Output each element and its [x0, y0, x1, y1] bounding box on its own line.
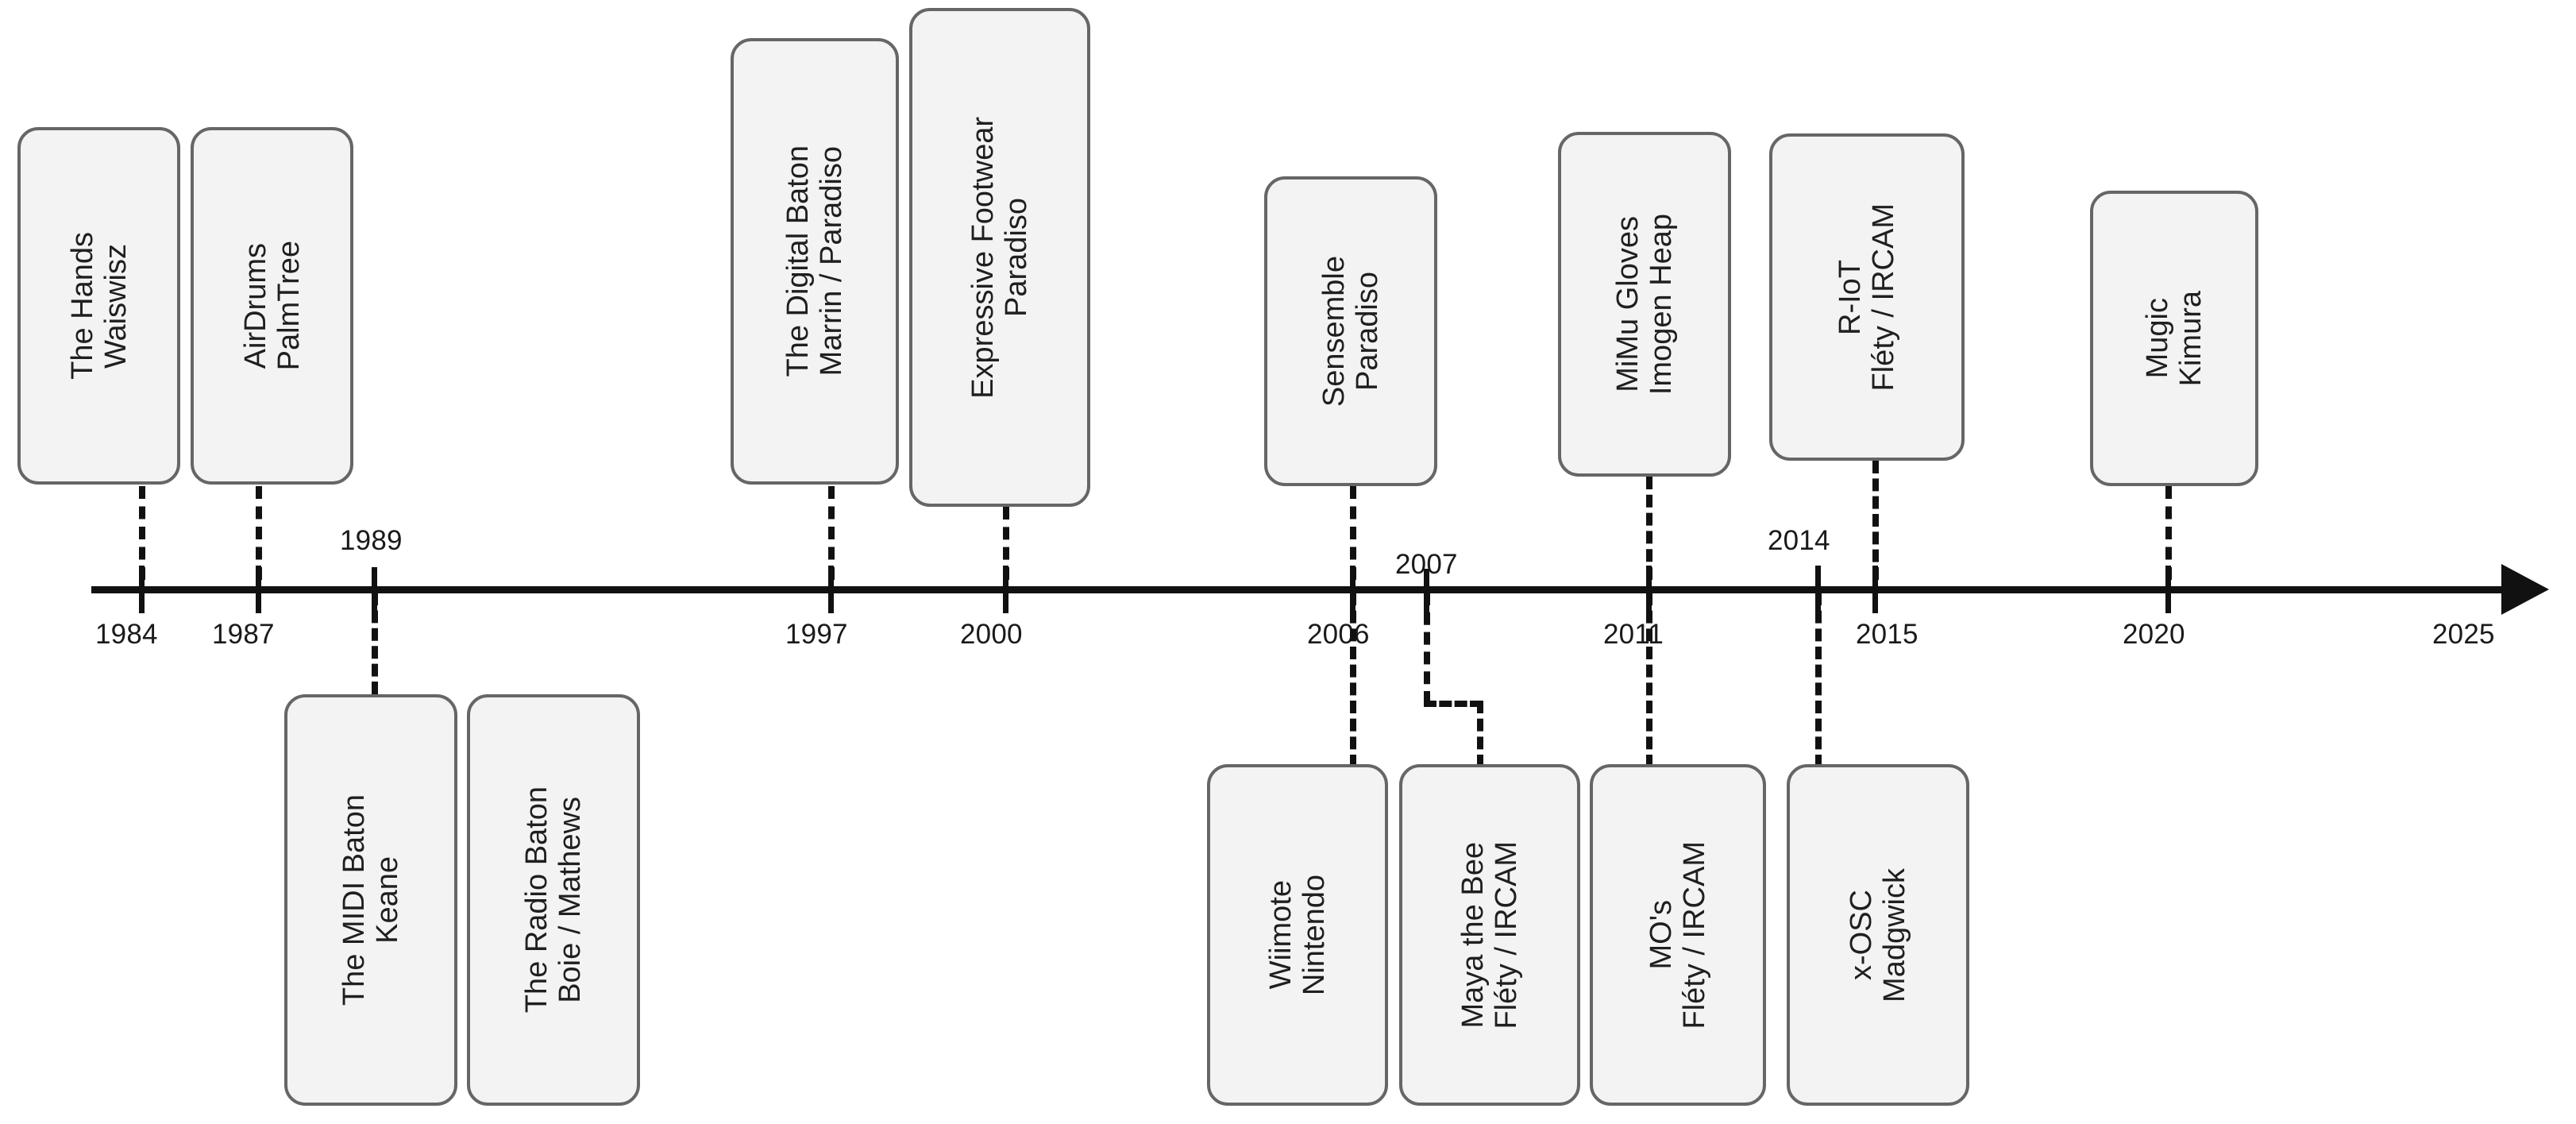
event-name-x-osc: x-OSC	[1845, 890, 1878, 980]
event-box-airdrums[interactable]: AirDrums PalmTree	[191, 127, 353, 485]
connector-maya-the-bee-upper	[1424, 593, 1430, 704]
tick-2015	[1872, 566, 1878, 613]
connector-maya-the-bee-jog	[1424, 701, 1483, 707]
event-box-the-midi-baton[interactable]: The MIDI Baton Keane	[284, 694, 457, 1106]
event-author-the-digital-baton: Marrin / Paradiso	[815, 146, 848, 377]
timeline-arrow-icon	[2501, 564, 2549, 615]
event-box-mugic[interactable]: Mugic Kimura	[2090, 191, 2258, 486]
connector-the-hands	[139, 486, 145, 580]
tick-1984	[139, 566, 145, 613]
year-label-2025: 2025	[2432, 619, 2495, 650]
event-box-x-osc[interactable]: x-OSC Madgwick	[1787, 764, 1969, 1106]
tick-2006	[1350, 566, 1355, 613]
event-name-airdrums: AirDrums	[238, 242, 272, 369]
event-box-sensemble[interactable]: Sensemble Paradiso	[1264, 176, 1437, 486]
event-author-sensemble: Paradiso	[1351, 272, 1384, 391]
event-name-r-iot: R-IoT	[1834, 259, 1867, 335]
connector-airdrums	[256, 486, 262, 580]
event-box-wiimote[interactable]: Wiimote Nintendo	[1207, 764, 1388, 1106]
event-box-r-iot[interactable]: R-IoT Fléty / IRCAM	[1769, 133, 1965, 461]
event-name-the-digital-baton: The Digital Baton	[781, 145, 815, 377]
connector-expressive-footwear	[1003, 507, 1009, 580]
event-box-the-radio-baton[interactable]: The Radio Baton Boie / Mathews	[467, 694, 640, 1106]
year-label-2007: 2007	[1395, 549, 1458, 580]
tick-2020	[2165, 566, 2171, 613]
event-author-wiimote: Nintendo	[1298, 874, 1331, 996]
year-label-1987: 1987	[212, 619, 275, 650]
event-box-the-digital-baton[interactable]: The Digital Baton Marrin / Paradiso	[731, 38, 899, 485]
event-name-sensemble: Sensemble	[1317, 255, 1351, 407]
event-name-maya-the-bee: Maya the Bee	[1456, 841, 1490, 1029]
year-label-1984: 1984	[95, 619, 158, 650]
tick-1989	[372, 567, 377, 615]
event-author-mimu-gloves: Imogen Heap	[1645, 213, 1678, 396]
event-author-airdrums: PalmTree	[272, 241, 306, 371]
connector-mimu-gloves	[1646, 477, 1652, 580]
year-label-2006: 2006	[1307, 619, 1370, 650]
event-box-the-hands[interactable]: The Hands Waiswisz	[17, 127, 180, 485]
tick-2011	[1646, 566, 1652, 613]
event-author-mugic: Kimura	[2174, 290, 2208, 387]
event-author-r-iot: Fléty / IRCAM	[1867, 203, 1900, 392]
event-author-maya-the-bee: Fléty / IRCAM	[1490, 840, 1523, 1029]
tick-1997	[828, 566, 834, 613]
event-author-mos: Fléty / IRCAM	[1678, 840, 1711, 1029]
event-box-mimu-gloves[interactable]: MiMu Gloves Imogen Heap	[1558, 132, 1731, 477]
year-label-2011: 2011	[1603, 619, 1664, 650]
year-label-1989: 1989	[340, 525, 403, 556]
connector-mos	[1646, 593, 1652, 767]
event-name-the-radio-baton: The Radio Baton	[520, 786, 553, 1014]
event-author-the-radio-baton: Boie / Mathews	[553, 797, 587, 1003]
event-box-mos[interactable]: MO's Fléty / IRCAM	[1590, 764, 1766, 1106]
event-name-mos: MO's	[1645, 900, 1678, 970]
connector-the-midi-baton	[372, 593, 378, 694]
connector-r-iot	[1872, 461, 1879, 580]
event-author-expressive-footwear: Paradiso	[1000, 198, 1033, 317]
tick-2014	[1815, 566, 1821, 613]
connector-mugic	[2165, 486, 2172, 580]
connector-x-osc	[1815, 593, 1822, 767]
event-name-expressive-footwear: Expressive Footwear	[966, 116, 1000, 399]
year-label-2015: 2015	[1856, 619, 1919, 650]
event-box-expressive-footwear[interactable]: Expressive Footwear Paradiso	[909, 8, 1090, 507]
event-box-maya-the-bee[interactable]: Maya the Bee Fléty / IRCAM	[1399, 764, 1580, 1106]
year-label-2014: 2014	[1768, 525, 1830, 556]
connector-wiimote	[1350, 593, 1356, 767]
event-name-mugic: Mugic	[2141, 298, 2174, 379]
event-name-mimu-gloves: MiMu Gloves	[1611, 216, 1645, 392]
tick-2000	[1003, 566, 1008, 613]
year-label-2000: 2000	[960, 619, 1023, 650]
connector-the-digital-baton	[828, 486, 835, 580]
year-label-1997: 1997	[785, 619, 848, 650]
event-name-the-midi-baton: The MIDI Baton	[337, 794, 371, 1006]
connector-sensemble	[1350, 486, 1356, 580]
tick-1987	[256, 566, 261, 613]
event-name-wiimote: Wiimote	[1264, 880, 1298, 990]
event-author-the-midi-baton: Keane	[371, 856, 404, 944]
timeline-axis-line	[91, 586, 2509, 593]
event-author-the-hands: Waiswisz	[98, 243, 133, 369]
event-name-the-hands: The Hands	[65, 232, 99, 380]
year-label-2020: 2020	[2123, 619, 2185, 650]
connector-maya-the-bee-lower	[1477, 701, 1483, 767]
event-author-x-osc: Madgwick	[1878, 867, 1911, 1002]
